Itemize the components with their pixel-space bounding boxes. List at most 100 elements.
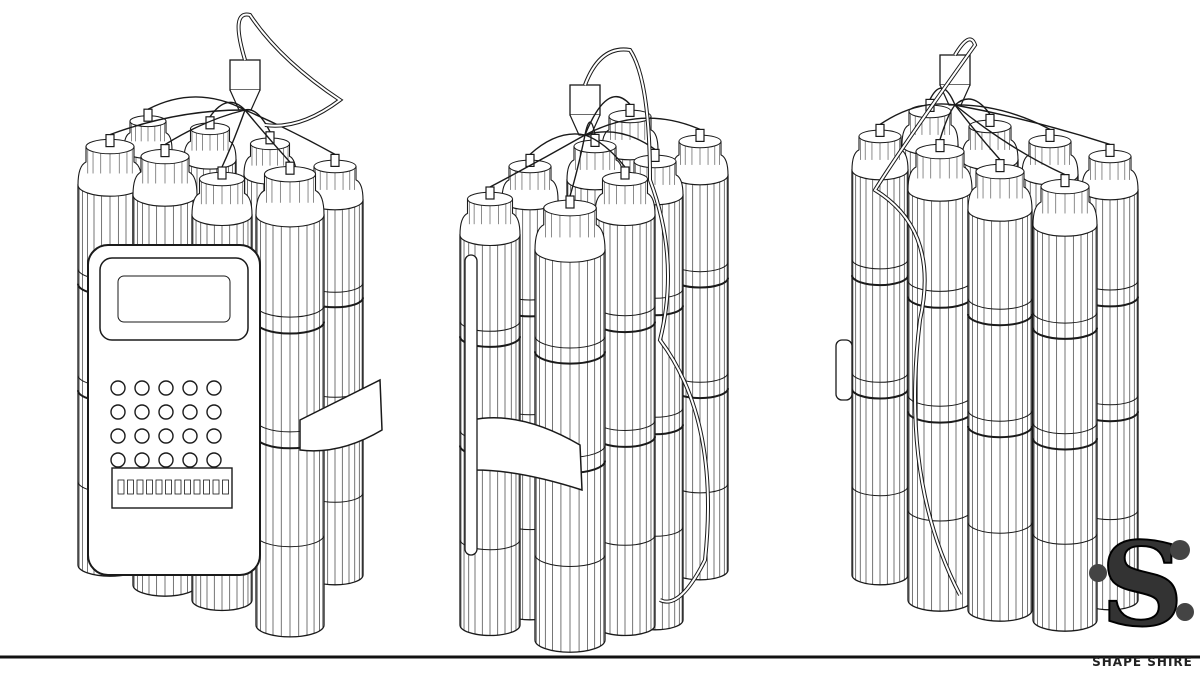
wire bbox=[967, 297, 1033, 310]
fuse-wire bbox=[147, 96, 246, 111]
keypad-button bbox=[206, 380, 222, 396]
keypad-button bbox=[110, 452, 126, 468]
fuse-wire bbox=[954, 104, 1001, 161]
logo-shell-icon bbox=[1170, 540, 1190, 560]
fuse-nozzle bbox=[650, 148, 660, 162]
fuse-wire bbox=[569, 134, 586, 197]
keypad-button bbox=[158, 428, 174, 444]
wire bbox=[1032, 311, 1098, 324]
junction-box bbox=[229, 59, 261, 91]
connector-pin bbox=[203, 479, 210, 495]
keypad-button bbox=[182, 404, 198, 420]
keypad-button bbox=[134, 428, 150, 444]
fuse-wire bbox=[584, 121, 596, 136]
keypad-button bbox=[134, 380, 150, 396]
wire bbox=[851, 388, 909, 400]
logo-letter: S bbox=[1100, 518, 1183, 653]
stick-cylinder bbox=[851, 123, 909, 586]
wire bbox=[459, 539, 521, 551]
connector-pin bbox=[193, 479, 201, 495]
keypad-button bbox=[110, 404, 126, 420]
strap-buckle bbox=[299, 378, 383, 452]
fuse-nozzle bbox=[620, 166, 630, 180]
fuse-wire bbox=[164, 109, 246, 146]
fuse-nozzle bbox=[485, 186, 495, 200]
fuse-wire bbox=[221, 109, 246, 168]
fuse-wire bbox=[939, 104, 956, 140]
fuse-nozzle bbox=[1105, 143, 1115, 157]
wire bbox=[967, 521, 1033, 534]
fuse-nozzle bbox=[285, 161, 295, 175]
keypad-button bbox=[206, 452, 222, 468]
keypad-button bbox=[134, 452, 150, 468]
stick-cylinder bbox=[907, 139, 973, 612]
fuse-nozzle bbox=[105, 134, 115, 148]
wire bbox=[851, 372, 909, 383]
fuse-wire bbox=[489, 134, 586, 188]
fuse-nozzle bbox=[935, 139, 945, 153]
fuse-wire bbox=[584, 95, 631, 136]
fuse-wire bbox=[209, 101, 246, 118]
bundle-rear-view bbox=[835, 37, 1139, 632]
detonator-screen bbox=[99, 257, 249, 341]
main-cable bbox=[873, 38, 977, 596]
wire bbox=[1032, 438, 1098, 451]
fuse-nozzle bbox=[160, 144, 170, 158]
wire bbox=[851, 259, 909, 270]
strap-buckle bbox=[835, 339, 853, 401]
keypad-button bbox=[206, 404, 222, 420]
fuse-wire bbox=[584, 117, 701, 136]
main-cable bbox=[584, 48, 709, 603]
fuse-nozzle bbox=[143, 108, 153, 122]
wire bbox=[534, 335, 606, 349]
wire bbox=[1032, 327, 1098, 340]
connector-pin bbox=[184, 479, 191, 495]
fuse-nozzle bbox=[875, 123, 885, 138]
bundle-side-view bbox=[459, 47, 729, 653]
fuse-wire bbox=[244, 108, 271, 133]
connector-pin bbox=[117, 479, 125, 495]
stick-cylinder bbox=[1032, 174, 1098, 632]
wire bbox=[459, 336, 521, 348]
stick-cylinder bbox=[534, 195, 606, 653]
fuse-wire bbox=[244, 109, 291, 163]
keypad-button bbox=[158, 380, 174, 396]
junction-box bbox=[229, 89, 261, 111]
fuse-nozzle bbox=[995, 159, 1005, 173]
fuse-nozzle bbox=[985, 113, 995, 128]
connector-pin bbox=[155, 479, 163, 495]
keypad-button bbox=[158, 452, 174, 468]
fuse-wire bbox=[109, 109, 246, 136]
strap bbox=[464, 254, 478, 556]
wire bbox=[534, 351, 606, 365]
wire bbox=[1032, 422, 1098, 435]
connector-pin bbox=[146, 479, 153, 495]
logo-shell-icon bbox=[1176, 603, 1194, 621]
brand-name: SHAPE SHIRE bbox=[1092, 655, 1193, 669]
junction-box bbox=[569, 84, 601, 116]
fuse-wire bbox=[954, 98, 991, 115]
connector-pin bbox=[212, 479, 220, 495]
stick-cylinder bbox=[967, 159, 1033, 622]
wire bbox=[851, 485, 909, 497]
wire bbox=[1032, 533, 1098, 545]
detonator-screen bbox=[117, 275, 231, 323]
wire bbox=[534, 554, 606, 567]
fuse-wire bbox=[879, 103, 956, 125]
fuse-nozzle bbox=[625, 103, 635, 118]
connector-pin bbox=[165, 479, 172, 495]
fuse-nozzle bbox=[1060, 174, 1070, 188]
fuse-nozzle bbox=[565, 195, 575, 209]
strap-buckle bbox=[471, 417, 583, 492]
fuse-nozzle bbox=[217, 166, 227, 180]
fuse-wire bbox=[954, 104, 1111, 146]
keypad-button bbox=[182, 452, 198, 468]
connector-pin bbox=[136, 479, 144, 495]
shape-shire-logo: S bbox=[1089, 517, 1194, 654]
keypad-button bbox=[182, 428, 198, 444]
wire bbox=[459, 320, 521, 332]
keypad-button bbox=[134, 404, 150, 420]
connector-pin bbox=[127, 479, 134, 495]
connector-pin bbox=[222, 479, 229, 495]
